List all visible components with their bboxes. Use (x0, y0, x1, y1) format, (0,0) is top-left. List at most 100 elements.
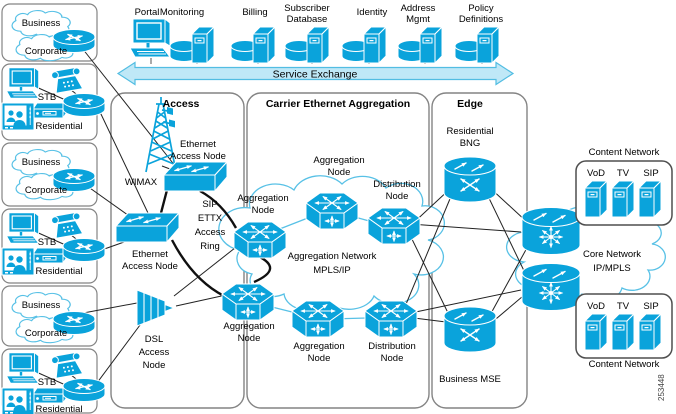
access-labels: Ethernet Access Node WIMAX Ethernet Acce… (122, 139, 226, 371)
tv-icon (1, 387, 35, 414)
link (77, 302, 138, 315)
server-icon (638, 180, 662, 218)
aggregation-node-label: Aggregation (237, 193, 288, 204)
server-icon (584, 180, 608, 218)
workstation-icon (5, 211, 40, 245)
aggregation-cloud-label: MPLS/IP (313, 265, 351, 276)
corporate-cloud-label: Corporate (25, 46, 67, 57)
aggregation-node-icon (292, 301, 344, 337)
figure-number: 253448 (657, 374, 666, 401)
router-icon (63, 94, 105, 117)
content-server-label: TV (617, 168, 630, 179)
link (409, 223, 522, 233)
stb-label: STB (38, 377, 56, 388)
business-cloud-label: Business (22, 157, 61, 168)
edge-core-labels: Residential BNG Business MSE Core Networ… (439, 126, 641, 385)
corporate-cloud-label: Corporate (25, 328, 67, 339)
stb-icon (32, 387, 68, 404)
content-network-title: Content Network (589, 359, 660, 370)
ring-segment (170, 239, 225, 298)
core-router-icon (522, 208, 580, 255)
stb-label: STB (38, 237, 56, 248)
distribution-node-icon (365, 301, 417, 337)
aggregation-node-label: Node (308, 353, 331, 364)
link (405, 289, 522, 315)
dsl-access-node-label: DSL (145, 334, 163, 345)
service-label: Policy (468, 3, 494, 14)
aggregation-node-icon (222, 284, 274, 320)
content-server-label: SIP (643, 168, 658, 179)
content-server-label: SIP (643, 301, 658, 312)
ethernet-access-node-label: Access Node (170, 151, 226, 162)
server-icon (638, 313, 662, 351)
content-server-label: TV (617, 301, 630, 312)
residential-label: Residential (36, 266, 83, 277)
link (173, 243, 241, 297)
router-icon (63, 379, 105, 402)
access-title: Access (163, 98, 200, 110)
service-label: Database (287, 14, 328, 25)
ethernet-access-node-icon (116, 213, 179, 242)
content-labels: Content Network VoD TV SIP VoD TV SIP Co… (587, 147, 660, 370)
distribution-node-label: Node (381, 353, 404, 364)
ring-label: Access (195, 227, 226, 238)
aggregation-cloud-label: Aggregation Network (288, 251, 377, 262)
business-mse-icon (444, 307, 496, 352)
aggregation-node-label: Aggregation (313, 155, 364, 166)
tv-icon (1, 102, 35, 131)
server-icon (476, 26, 500, 64)
ethernet-access-node-label: Access Node (122, 261, 178, 272)
ring-segment (159, 189, 169, 214)
ethernet-access-node-label: Ethernet (132, 249, 168, 260)
ethernet-access-node-icon (164, 162, 227, 191)
service-label: Portal (135, 7, 160, 18)
server-icon (584, 313, 608, 351)
link (99, 111, 149, 214)
aggregation-node-label: Node (238, 333, 261, 344)
residential-bng-label: Residential (447, 126, 494, 137)
workstation-icon (5, 351, 40, 385)
tv-icon (1, 247, 35, 276)
aggregation-node-label: Aggregation (223, 321, 274, 332)
server-icon (363, 26, 387, 64)
edge-title: Edge (457, 98, 483, 110)
aggregation-node-label: Node (328, 167, 351, 178)
wimax-label: WIMAX (125, 177, 158, 188)
server-icon (611, 180, 635, 218)
service-exchange-label: Service Exchange (273, 69, 358, 81)
service-label: Definitions (459, 14, 504, 25)
ring-label: SIP (202, 199, 217, 210)
distribution-node-label: Distribution (368, 341, 416, 352)
section-titles: Access Carrier Ethernet Aggregation Edge (163, 98, 483, 110)
content-server-label: VoD (587, 301, 605, 312)
ethernet-access-node-label: Ethernet (180, 139, 216, 150)
dsl-access-node-label: Access (139, 347, 170, 358)
aggregation-node-icon (306, 193, 358, 229)
workstation-icon (128, 17, 172, 59)
business-mse-label: Business MSE (439, 374, 501, 385)
aggregation-node-label: Node (252, 205, 275, 216)
residential-label: Residential (36, 404, 83, 414)
link (175, 294, 227, 307)
core-router-icon (522, 264, 580, 311)
stb-icon (32, 102, 68, 119)
service-exchange-bus (116, 61, 515, 86)
customer-labels: Business Corporate Business Corporate Bu… (22, 18, 83, 414)
business-cloud-label: Business (22, 300, 61, 311)
link (486, 193, 528, 278)
server-icon (252, 26, 276, 64)
workstation-icon (5, 66, 40, 100)
service-label: Address (401, 3, 436, 14)
distribution-node-icon (368, 208, 420, 244)
core-cloud-label: Core Network (583, 249, 641, 260)
service-label: Billing (242, 7, 267, 18)
aggregation-title: Carrier Ethernet Aggregation (266, 98, 410, 110)
stb-label: STB (38, 92, 56, 103)
link (408, 232, 451, 318)
aggregation-node-icon (234, 222, 286, 258)
distribution-node-label: Distribution (373, 179, 421, 190)
stb-icon (32, 247, 68, 264)
distribution-node-label: Node (386, 191, 409, 202)
aggregation-node-label: Aggregation (293, 341, 344, 352)
